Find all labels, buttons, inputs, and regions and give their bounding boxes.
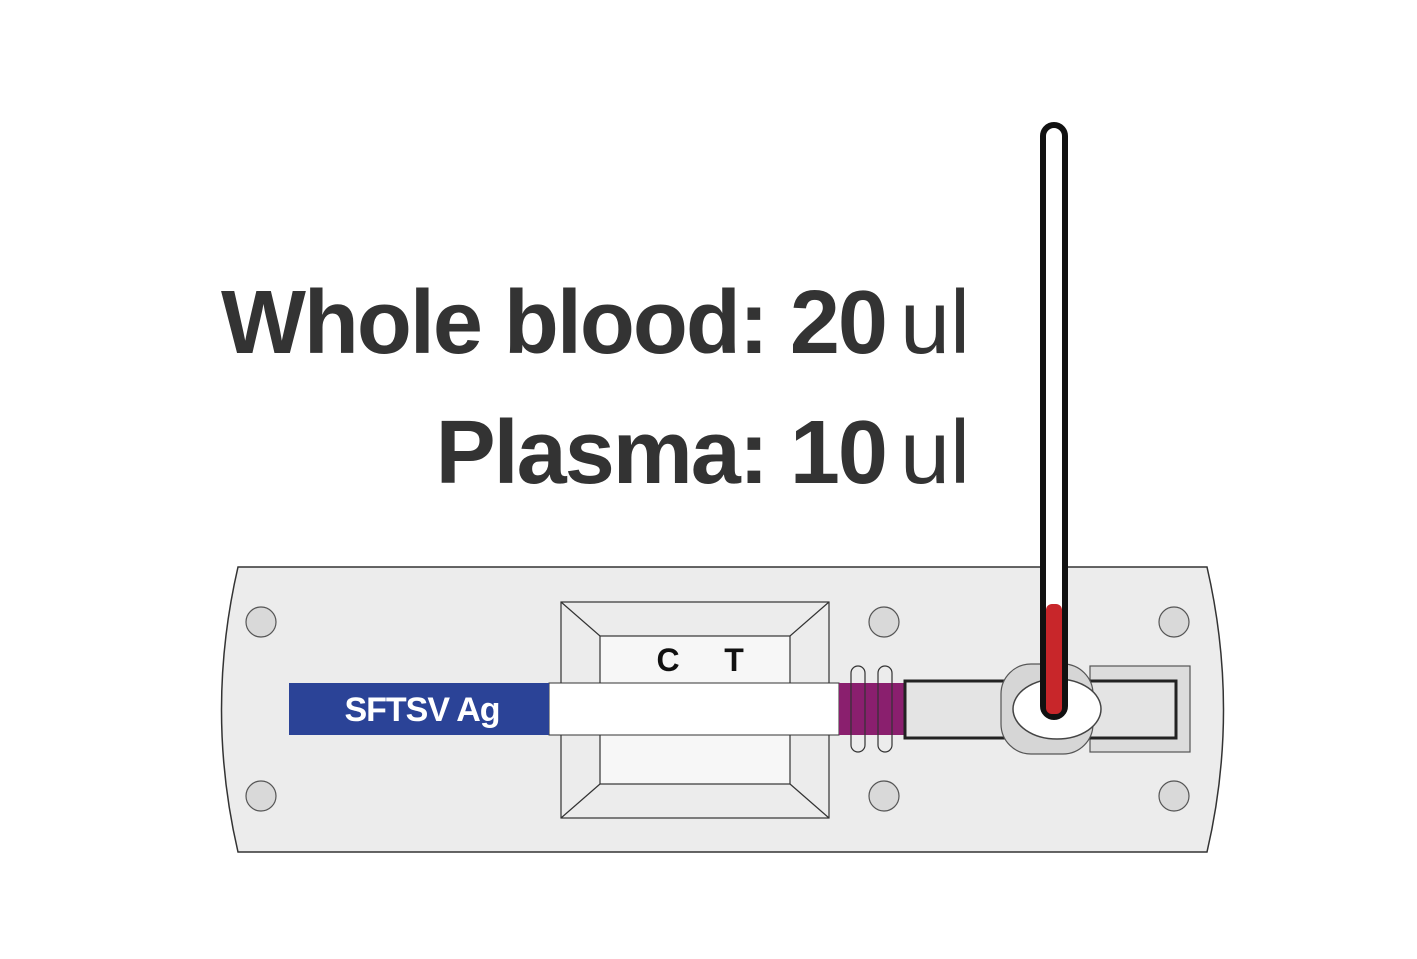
conjugate-pad (839, 683, 905, 735)
screw-hole (1158, 606, 1190, 638)
screw-holes (245, 606, 1190, 812)
plasma-label: Plasma: (435, 403, 769, 503)
blood-sample-fill (1046, 604, 1062, 714)
screw-hole (1158, 780, 1190, 812)
control-line-marker: C (656, 642, 679, 678)
cassette-name-label: SFTSV Ag (344, 691, 499, 729)
screw-hole (245, 780, 277, 812)
grip-ridges (850, 665, 893, 753)
test-line-marker: T (724, 642, 744, 678)
whole-blood-amount: 20 (789, 273, 888, 373)
screw-hole (245, 606, 277, 638)
screw-hole (868, 606, 900, 638)
label-band (289, 683, 549, 735)
whole-blood-unit: ul (899, 273, 970, 373)
plasma-amount: 10 (789, 403, 888, 503)
capillary-tube (1040, 122, 1068, 720)
test-strip (548, 682, 840, 736)
screw-hole (868, 780, 900, 812)
plasma-unit: ul (899, 403, 970, 503)
whole-blood-label: Whole blood: (220, 273, 769, 373)
